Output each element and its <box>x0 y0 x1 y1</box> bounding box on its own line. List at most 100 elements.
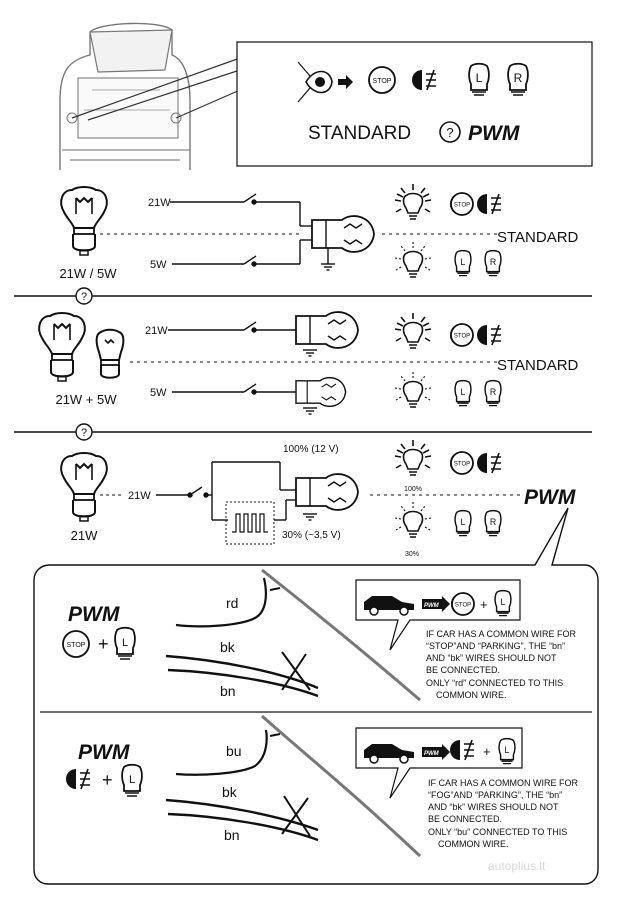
pwm-signal-icon <box>232 513 268 533</box>
car-sedan-icon <box>364 744 414 764</box>
ground-icon <box>320 263 336 271</box>
svg-text:L: L <box>122 637 128 649</box>
pwm-module-box <box>225 501 275 545</box>
svg-text:STOP: STOP <box>455 603 471 609</box>
right-indicator-icon: R <box>484 509 502 537</box>
bulb-label-3: 21W <box>71 528 98 543</box>
left-indicator-icon: L <box>454 379 472 407</box>
bulb-21w-icon <box>60 452 108 522</box>
svg-text:L: L <box>129 774 135 786</box>
svg-text:STOP: STOP <box>67 642 86 649</box>
bulb-dim-icon <box>394 501 432 538</box>
wire-label-rd: rd <box>226 595 238 611</box>
ground-icon <box>302 349 318 357</box>
bulb-high-pct: 100% <box>404 486 422 493</box>
common-wire <box>261 568 421 702</box>
question-icon: ? <box>439 121 461 143</box>
left-indicator-icon: L <box>494 589 512 617</box>
wire-label-21w-2: 21W <box>145 325 168 337</box>
header-pwm-label: PWM <box>468 122 520 145</box>
parking-bulb-5w-icon <box>95 328 125 379</box>
wire-label-5w-1: 5W <box>150 259 167 271</box>
brake-bulb-21w-icon <box>38 312 86 382</box>
bulb-dim-icon <box>394 371 432 408</box>
circuit-bulb-5w <box>295 376 347 408</box>
pwm-tag: PWM <box>422 744 450 760</box>
svg-text:STOP: STOP <box>454 334 470 340</box>
circuit-bulb-21w <box>295 311 359 349</box>
svg-text:“FOG”AND “PARKING”, THE “bn”: “FOG”AND “PARKING”, THE “bn” <box>428 790 562 800</box>
right-indicator-icon: R <box>484 249 502 277</box>
callout-box <box>355 727 523 799</box>
circuit-3 <box>100 461 296 521</box>
bulb-dim-icon <box>394 241 432 278</box>
svg-text:R: R <box>490 257 496 267</box>
watermark: autoplius.lt <box>488 859 546 873</box>
wire-label-bn: bn <box>224 827 240 843</box>
svg-text:AND “bk” WIRES SHOULD NOT: AND “bk” WIRES SHOULD NOT <box>426 653 557 663</box>
plus-sign: + <box>98 634 109 654</box>
svg-text:STOP: STOP <box>454 462 470 468</box>
svg-text:BE CONNECTED.: BE CONNECTED. <box>426 665 500 675</box>
bulb-low-pct: 30% <box>405 551 419 558</box>
svg-text:“STOP”AND “PARKING”, THE “bn”: “STOP”AND “PARKING”, THE “bn” <box>426 641 565 651</box>
level-low-label: 30% (~3,5 V) <box>282 530 341 541</box>
mode-label-standard-1: STANDARD <box>497 229 579 246</box>
plus-sign: + <box>483 744 491 759</box>
wire-bu <box>175 729 268 776</box>
level-high-label: 100% (12 V) <box>283 444 339 455</box>
bulb-label-1: 21W / 5W <box>59 266 117 281</box>
circuit-1 <box>100 193 312 267</box>
left-indicator-icon: L <box>454 249 472 277</box>
svg-text:R: R <box>490 387 496 397</box>
wire-label-bk: bk <box>222 784 238 800</box>
arrow-right-icon <box>338 75 353 89</box>
wire-label-21w-1: 21W <box>148 197 171 209</box>
cross-icon <box>281 795 311 837</box>
car-hatchback-icon <box>59 22 241 170</box>
svg-text:COMMON WIRE.: COMMON WIRE. <box>426 690 507 700</box>
fog-lamp-icon <box>476 193 502 215</box>
svg-text:STOP: STOP <box>454 203 470 209</box>
eye-icon <box>297 61 333 103</box>
stop-icon: STOP <box>449 323 474 347</box>
mode-label-pwm: PWM <box>524 486 576 509</box>
wire-label-bn: bn <box>220 683 236 699</box>
left-indicator-icon: L <box>498 737 516 765</box>
fog-lamp-icon <box>476 452 502 474</box>
stop-icon: STOP <box>368 66 396 94</box>
car-sedan-icon <box>364 596 414 616</box>
header-standard-label: STANDARD <box>308 123 411 144</box>
plus-sign: + <box>102 770 113 790</box>
stop-icon: STOP <box>449 451 474 475</box>
bulb-bright-icon <box>394 439 432 476</box>
svg-text:ONLY “rd” CONNECTED TO THIS: ONLY “rd” CONNECTED TO THIS <box>426 678 563 688</box>
svg-text:L: L <box>461 517 466 527</box>
svg-text:STOP: STOP <box>373 78 392 85</box>
svg-text:R: R <box>514 71 523 85</box>
svg-text:PWM: PWM <box>424 751 440 757</box>
question-icon: ? <box>75 423 93 441</box>
right-indicator-icon: R <box>484 379 502 407</box>
left-indicator-icon: L <box>468 62 490 96</box>
wire-label-bk: bk <box>220 639 236 655</box>
common-wire <box>260 714 422 858</box>
callout-box <box>355 579 521 651</box>
svg-text:L: L <box>461 387 466 397</box>
svg-text:?: ? <box>81 427 87 439</box>
cross-icon <box>281 651 311 691</box>
panel-a-title: PWM <box>68 603 120 626</box>
wire-label-5w-2: 5W <box>150 387 167 399</box>
svg-text:IF CAR HAS A COMMON WIRE FOR: IF CAR HAS A COMMON WIRE FOR <box>428 778 579 788</box>
connector-icon <box>269 733 281 737</box>
wire-bn <box>167 668 319 698</box>
circuit-bulb-pwm <box>295 473 359 511</box>
connector-icon <box>269 587 281 591</box>
panel-b-title: PWM <box>78 741 130 764</box>
stop-icon: STOP <box>62 630 90 658</box>
stop-icon: STOP <box>450 592 475 616</box>
circuit-bulb-1 <box>311 215 375 253</box>
wire-rd <box>175 577 267 628</box>
mode-label-standard-2: STANDARD <box>497 357 579 374</box>
ground-icon <box>302 407 318 415</box>
